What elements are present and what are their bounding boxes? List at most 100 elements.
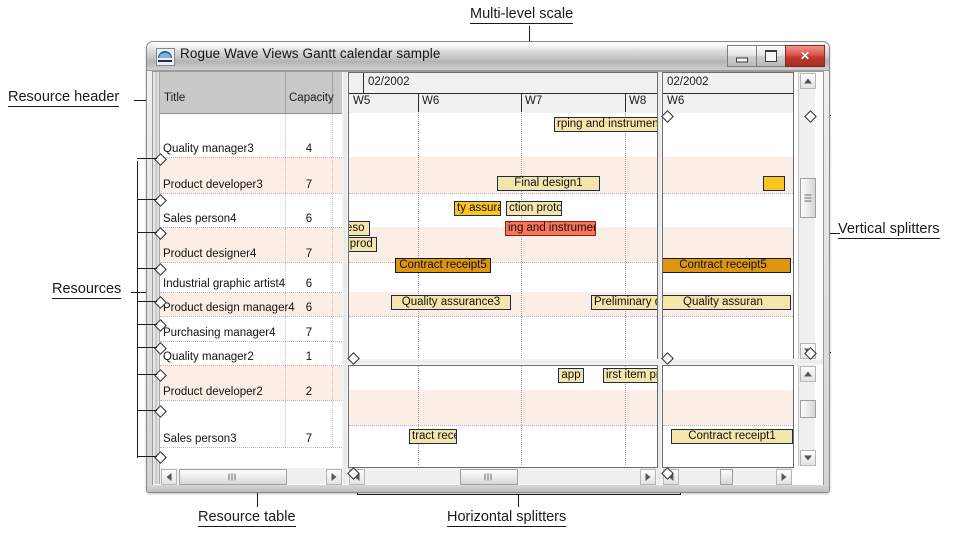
gantt-bar[interactable]: Contract receipt5 [395,258,491,273]
resources-bracket-spine [137,161,139,458]
maximize-button[interactable] [756,45,785,67]
table-row[interactable]: Product designer4 7 [160,228,342,263]
scroll-up-arrow-icon[interactable] [800,73,816,89]
table-row[interactable]: Quality manager3 4 [160,114,342,158]
table-row[interactable]: Product developer2 2 [160,366,342,401]
gantt-plot-bottom-left[interactable]: app irst item pro tract rece [349,366,657,465]
gantt-bar[interactable]: ale prod [349,237,377,252]
vertical-splitter-1[interactable] [342,72,348,484]
gantt-bar[interactable]: app [558,368,584,383]
gantt-top-vscroll-thumb[interactable] [800,178,816,218]
resource-table-hscrollbar[interactable] [160,468,342,485]
scroll-right-arrow-icon[interactable] [326,469,342,485]
bracket-tick [137,158,157,160]
gantt-row [663,193,793,228]
gantt-bar[interactable]: Quality assuran [663,295,791,310]
table-row[interactable]: Industrial graphic artist4 6 [160,263,342,293]
gantt-right-hscroll-thumb[interactable] [720,469,733,485]
gantt-bar[interactable]: Final design1 [497,176,600,191]
bracket-tick [137,410,157,412]
resource-table: Title Capacity Quality manager3 4 Produc… [153,72,342,485]
grip-icon [484,473,494,481]
gantt-row [663,316,793,358]
grip-icon [804,194,812,202]
gantt-bar[interactable]: ction protot [506,201,562,216]
gantt-bar[interactable]: irst item pro [603,368,657,383]
column-header-capacity[interactable]: Capacity [286,72,334,113]
gantt-left-hscrollbar[interactable] [348,468,656,485]
gantt-row [349,390,657,426]
gantt-bar[interactable]: ing and instrument [505,221,596,236]
gantt-panel-top-left[interactable]: 02/2002 W5 W6 W7 W8 [348,72,658,361]
column-header-title[interactable]: Title [160,72,286,113]
gantt-bar[interactable]: Quality assurance3 [391,295,511,310]
gantt-bar[interactable] [763,176,785,191]
gantt-bar[interactable]: n reso [349,221,370,236]
table-row[interactable]: Sales person3 7 [160,401,342,448]
resource-table-left-grip[interactable] [153,72,160,484]
gantt-plot-top-left[interactable]: rping and instrument t Final design1 ty … [349,113,657,358]
gantt-row [349,425,657,465]
gridline [625,113,627,358]
gantt-bottom-vscrollbar[interactable] [798,365,816,466]
resource-row-list: Quality manager3 4 Product developer3 7 … [160,114,342,484]
resource-header: Title Capacity [160,72,342,114]
scroll-right-arrow-icon[interactable] [640,469,656,485]
leader-vertical-splitters [827,233,840,235]
gantt-panel-top-right[interactable]: 02/2002 W6 Contract receipt5 [662,72,794,361]
hsplit-bracket-spine [357,494,681,496]
gantt-bar[interactable]: tract rece [409,429,457,444]
gantt-bar[interactable]: Contract receipt5 [663,258,791,273]
scroll-right-arrow-icon[interactable] [776,469,792,485]
gantt-bar[interactable]: ty assuran [454,201,501,216]
bracket-tick [137,268,157,270]
gantt-bar[interactable]: rping and instrument t [554,117,657,132]
gantt-bar[interactable]: Contract receipt1 [671,429,793,444]
table-row[interactable]: Product design manager4 6 [160,293,342,317]
gridline [418,113,420,358]
gantt-plot-top-right[interactable]: Contract receipt5 Quality assuran [663,113,793,358]
gantt-row [663,113,793,158]
close-button[interactable]: ✕ [785,45,825,67]
table-row[interactable]: Product developer3 7 [160,158,342,194]
resource-table-hscroll-thumb[interactable] [179,469,287,485]
gantt-bar[interactable]: Preliminary d [591,295,657,310]
horizontal-splitter-middle[interactable] [342,359,823,365]
annotation-resources: Resources [52,281,122,299]
gantt-bottom-vscroll-thumb[interactable] [800,400,816,418]
multi-level-scale-top-left: 02/2002 W5 W6 W7 W8 [349,73,657,113]
scroll-left-arrow-icon[interactable] [161,469,177,485]
title-bar[interactable]: Rogue Wave Views Gantt calendar sample ✕ [147,42,829,71]
gantt-row [349,316,657,358]
minimize-button[interactable] [727,45,756,67]
bracket-tick [137,232,157,234]
gantt-plot-bottom-right[interactable]: Contract receipt1 [663,366,793,465]
bracket-tick [137,301,157,303]
gantt-right-hscrollbar[interactable] [662,468,792,485]
vertical-splitter-2[interactable] [656,72,662,484]
gantt-panel-bottom-left[interactable]: app irst item pro tract rece [348,365,658,468]
scale-month-row: 02/2002 [349,73,657,94]
window-controls: ✕ [727,45,825,67]
gantt-panel-bottom-right[interactable]: Contract receipt1 [662,365,794,468]
column-header-blank[interactable] [333,72,342,113]
table-row[interactable]: Purchasing manager4 7 [160,317,342,342]
bracket-tick [137,456,157,458]
scale-week-row: W5 W6 W7 W8 [349,93,657,112]
client-area: Title Capacity Quality manager3 4 Produc… [152,71,824,487]
annotation-horizontal-splitters: Horizontal splitters [447,509,567,527]
annotation-resource-table: Resource table [198,509,296,527]
annotation-resource-header: Resource header [8,89,120,107]
table-row[interactable]: Quality manager2 1 [160,342,342,366]
gantt-top-vscrollbar[interactable] [798,72,816,359]
scroll-down-arrow-icon[interactable] [800,450,816,466]
bracket-tick [137,324,157,326]
table-row[interactable]: Sales person4 6 [160,194,342,228]
minimize-icon [736,57,748,63]
grip-icon [228,473,238,481]
scale-month-row: 02/2002 [663,73,793,94]
gantt-left-hscroll-thumb[interactable] [460,469,518,485]
gridline [418,366,420,465]
scroll-up-arrow-icon[interactable] [800,366,816,382]
